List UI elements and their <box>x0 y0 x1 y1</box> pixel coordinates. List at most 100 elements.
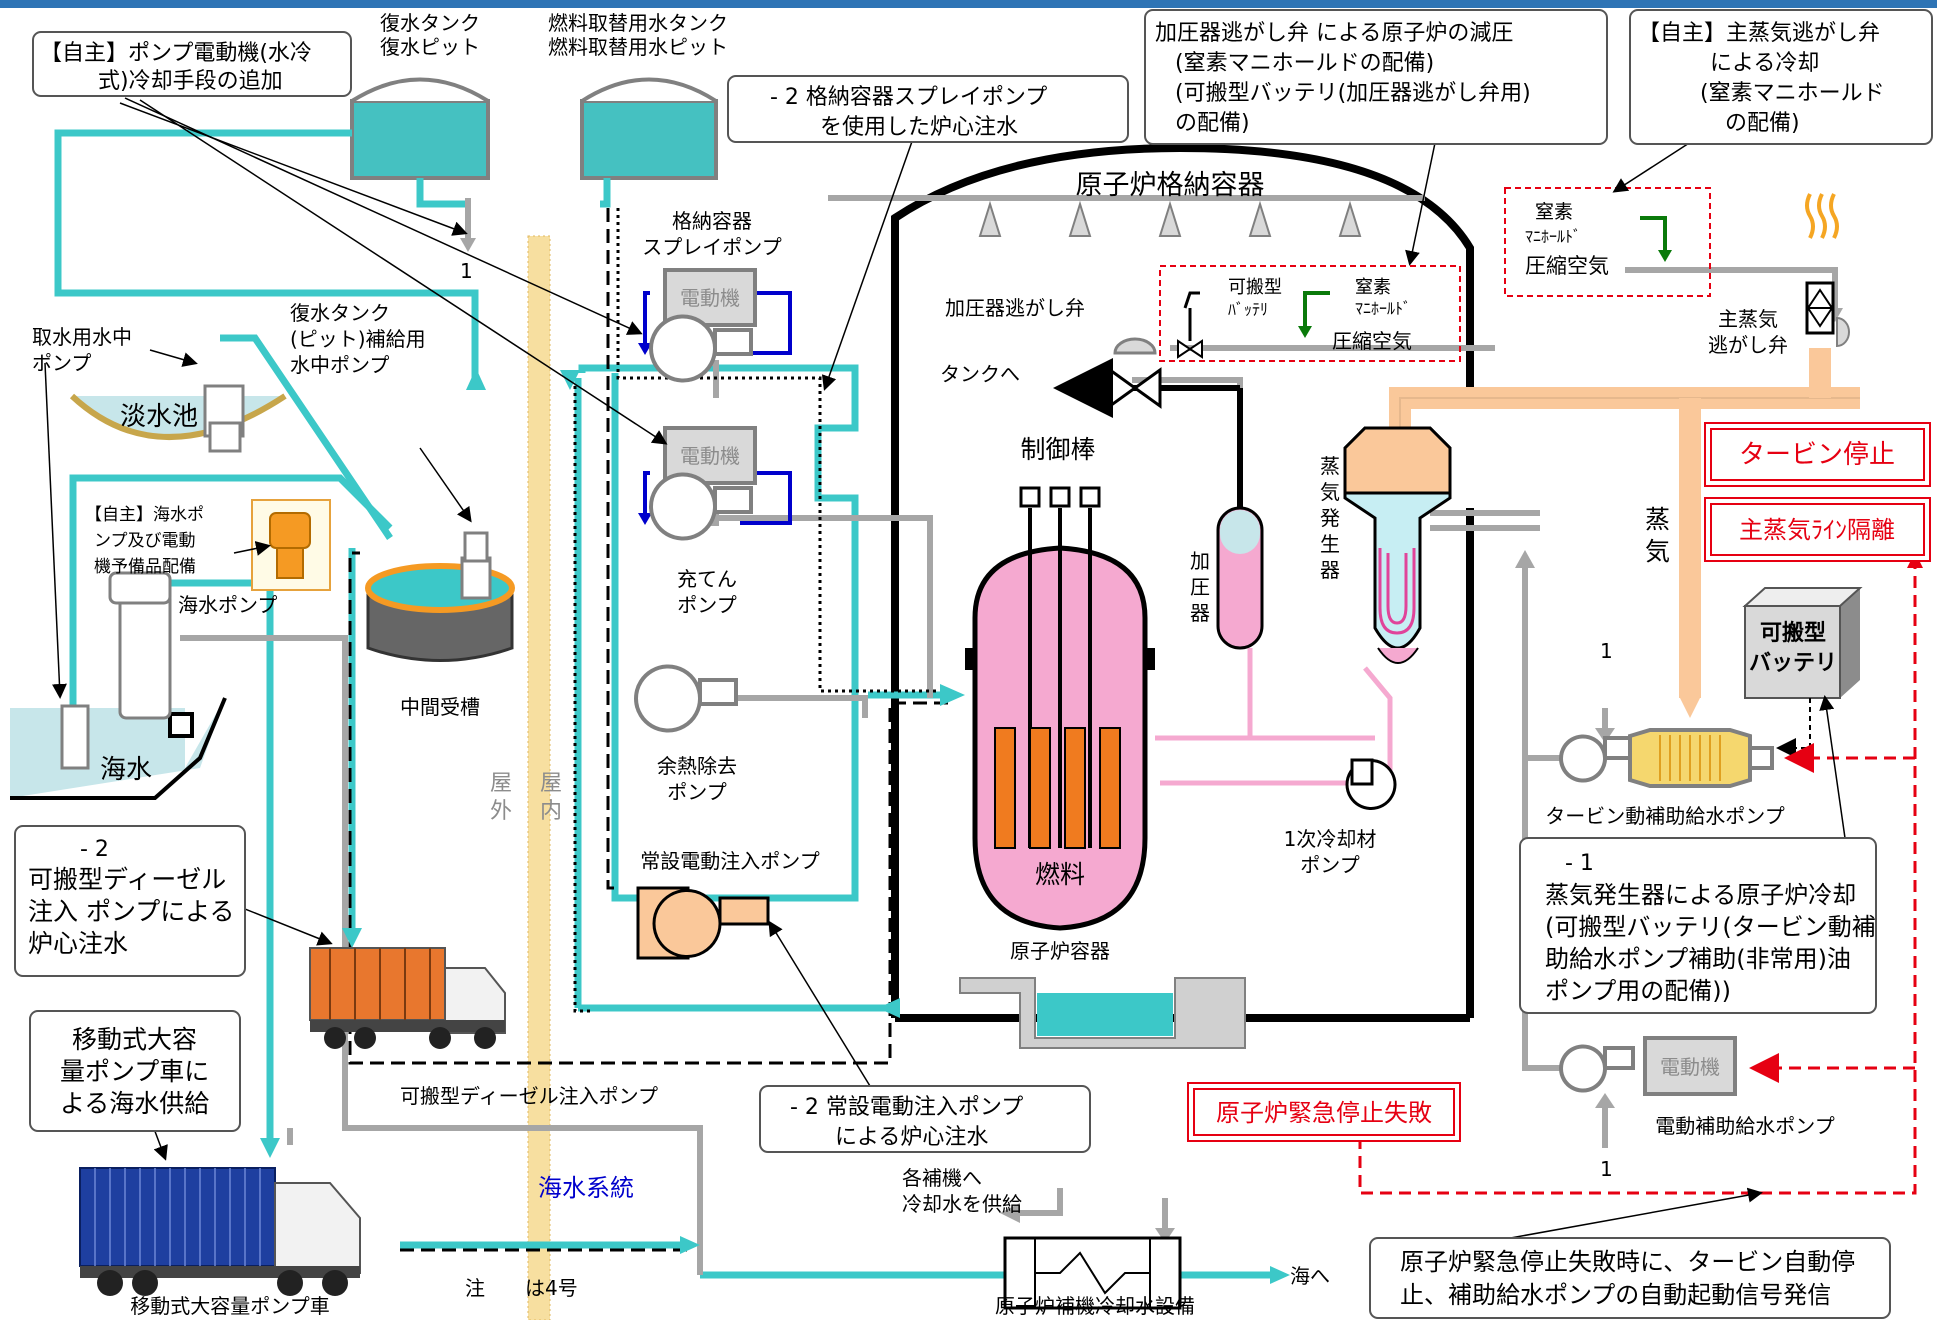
sg-label: 生 <box>1320 532 1340 556</box>
callout-portable-diesel-injection: - 2 可搬型ディーゼル 注入 ポンプによる 炉心注水 <box>14 825 246 977</box>
steam-generator <box>1343 426 1452 664</box>
rhr-pump-label: 余熱除去 <box>657 754 737 778</box>
td-afw-number-label: 1 <box>1600 639 1613 663</box>
pzr-battery-label: ﾊﾞｯﾃﾘ <box>1228 300 1268 319</box>
top-accent-bar <box>0 0 1937 8</box>
spray-pump <box>649 268 757 383</box>
containment-label: 原子炉格納容器 <box>1076 170 1265 201</box>
callout-line: 蒸気発生器による原子炉冷却 <box>1545 881 1856 909</box>
callout-line: 式)冷却手段の追加 <box>98 69 283 94</box>
pzr-nitrogen-label: ﾏﾆﾎｰﾙﾄﾞ <box>1355 299 1411 318</box>
spray-nozzles <box>978 200 1362 237</box>
charging-pump-label: 充てん <box>677 567 737 591</box>
portable-diesel-truck <box>309 947 506 1049</box>
seawater-pump-spare <box>251 499 331 591</box>
msl-isolation-label: 主蒸気ﾗｲﾝ隔離 <box>1739 516 1895 544</box>
callout-line: (可搬型バッテリ(加圧器逃がし弁用) <box>1175 81 1531 106</box>
pzr-nitrogen-label: 窒素 <box>1355 277 1391 298</box>
intermediate-tank-label: 中間受槽 <box>400 695 480 719</box>
pressurizer-label: 加 <box>1190 549 1210 573</box>
containment-sump <box>959 977 1246 1049</box>
to-tank-label: タンクへ <box>940 362 1020 386</box>
callout-line: 止、補助給水ポンプの自動起動信号発信 <box>1400 1281 1831 1309</box>
td-afw-pump-label: タービン動補助給水ポンプ <box>1545 804 1784 828</box>
callout-pzr-depressurization: 加圧器逃がし弁 による原子炉の減圧 (窒素マニホールドの配備) (可搬型バッテリ… <box>1144 9 1608 145</box>
outdoor-label: 屋 <box>490 771 512 796</box>
callout-seawater-spares: 【自主】海水ポ ンプ及び電動 機予備品配備 <box>85 505 204 577</box>
pzr-battery-valve <box>1177 291 1330 359</box>
charging-motor-label: 電動機 <box>680 444 740 468</box>
makeup-pump-label: (ピット)補給用 <box>290 327 426 351</box>
permanent-injection-pump <box>636 886 770 960</box>
msrv-nitrogen-label: ﾏﾆﾎｰﾙﾄﾞ <box>1525 227 1581 246</box>
fuel-water-tank-label: 燃料取替用水タンク <box>548 11 728 35</box>
indoor-label: 内 <box>540 799 562 824</box>
portable-diesel-pump-label: 可搬型ディーゼル注入ポンプ <box>400 1084 658 1108</box>
motor-afw-pump <box>1559 1036 1737 1096</box>
callout-sg-cooling: - 1 蒸気発生器による原子炉冷却 (可搬型バッテリ(タービン動補 助給水ポンプ… <box>1519 837 1877 1014</box>
cooling-supply-label: 各補機へ <box>902 1166 982 1190</box>
sg-label: 器 <box>1320 558 1340 582</box>
permanent-pump-label: 常設電動注入ポンプ <box>640 849 819 873</box>
rcp-label: ポンプ <box>1300 853 1359 877</box>
condensate-tank-label: 復水タンク <box>380 11 480 35</box>
fuel-label: 燃料 <box>1035 860 1085 889</box>
rhr-pump <box>634 664 738 733</box>
control-rods-label: 制御棒 <box>1020 435 1095 464</box>
msrv-nitrogen-label: 窒素 <box>1535 201 1573 223</box>
charging-pump-label: ポンプ <box>677 593 736 617</box>
pzr-relief-valve-label: 加圧器逃がし弁 <box>945 296 1085 320</box>
callout-line: (窒素マニホールドの配備) <box>1175 51 1434 76</box>
intake-pump-label: ポンプ <box>32 351 91 375</box>
containment-wall <box>891 143 1474 1018</box>
cooling-supply-label: 冷却水を供給 <box>902 1192 1022 1216</box>
callout-line: - 2 常設電動注入ポンプ <box>790 1095 1023 1120</box>
callout-line: 機予備品配備 <box>94 557 196 577</box>
callout-line: 炉心注水 <box>28 929 128 958</box>
pressurizer-label: 器 <box>1190 601 1210 625</box>
pressurizer-label: 圧 <box>1190 575 1210 599</box>
callout-trip-signal: 原子炉緊急停止失敗時に、タービン自動停 止、補助給水ポンプの自動起動信号発信 <box>1369 1237 1891 1319</box>
callout-line: の配備) <box>1175 111 1250 136</box>
msrv-compressed-air-label: 圧縮空気 <box>1525 254 1609 278</box>
steam-label: 気 <box>1645 537 1670 566</box>
fresh-water-pond <box>69 384 287 453</box>
callout-line: による冷却 <box>1710 51 1819 76</box>
callout-line: (可搬型バッテリ(タービン動補 <box>1545 913 1876 941</box>
reactor-vessel <box>965 486 1155 931</box>
note-label: 注 は4号 <box>465 1276 578 1300</box>
callout-line: による炉心注水 <box>835 1125 988 1150</box>
turbine-trip-box: タービン停止 <box>1704 422 1931 487</box>
callout-line: (窒素マニホールド <box>1700 81 1885 106</box>
callout-line: - 2 格納容器スプレイポンプ <box>770 85 1047 110</box>
callout-pump-motor-cooling: 【自主】ポンプ電動機(水冷 式)冷却手段の追加 <box>32 31 352 97</box>
charging-pump <box>649 426 757 541</box>
makeup-pump-label: 水中ポンプ <box>290 353 389 377</box>
callout-line: 【自主】主蒸気逃がし弁 <box>1638 21 1880 46</box>
portable-battery-box <box>1742 587 1863 699</box>
callout-line: 【自主】海水ポ <box>85 505 204 525</box>
sg-label: 発 <box>1320 506 1340 530</box>
injection-routes <box>348 208 955 1252</box>
makeup-pump-label: 復水タンク <box>290 301 390 325</box>
mobile-pump-truck-label: 移動式大容量ポンプ車 <box>130 1294 329 1318</box>
seawater-pump-label: 海水ポンプ <box>178 593 277 617</box>
md-afw-pump-label: 電動補助給水ポンプ <box>1655 1114 1834 1138</box>
intermediate-tank <box>365 531 515 662</box>
pzr-nitrogen-box <box>1159 265 1461 362</box>
scram-failure-box: 原子炉緊急停止失敗 <box>1187 1082 1461 1142</box>
rhr-pump-label: ポンプ <box>667 780 726 804</box>
outdoor-label: 外 <box>490 799 512 824</box>
callout-leaders <box>44 97 1846 1249</box>
to-sea-label: 海へ <box>1290 1264 1330 1288</box>
condensate-tank-label: 復水ピット <box>380 35 480 59</box>
callout-permanent-injection: - 2 常設電動注入ポンプ による炉心注水 <box>759 1085 1091 1153</box>
plant-diagram: 【自主】ポンプ電動機(水冷 式)冷却手段の追加 - 2 格納容器スプレイポンプ … <box>10 9 1933 1320</box>
callout-line: 可搬型ディーゼル <box>28 865 226 894</box>
callout-line: 注入 ポンプによる <box>28 897 234 926</box>
mobile-pump-truck <box>79 1167 361 1296</box>
callout-line: よる海水供給 <box>60 1089 209 1118</box>
fuel-water-tank <box>580 77 718 180</box>
callout-line: の配備) <box>1725 111 1800 136</box>
callout-line: ンプ及び電動 <box>94 531 196 551</box>
